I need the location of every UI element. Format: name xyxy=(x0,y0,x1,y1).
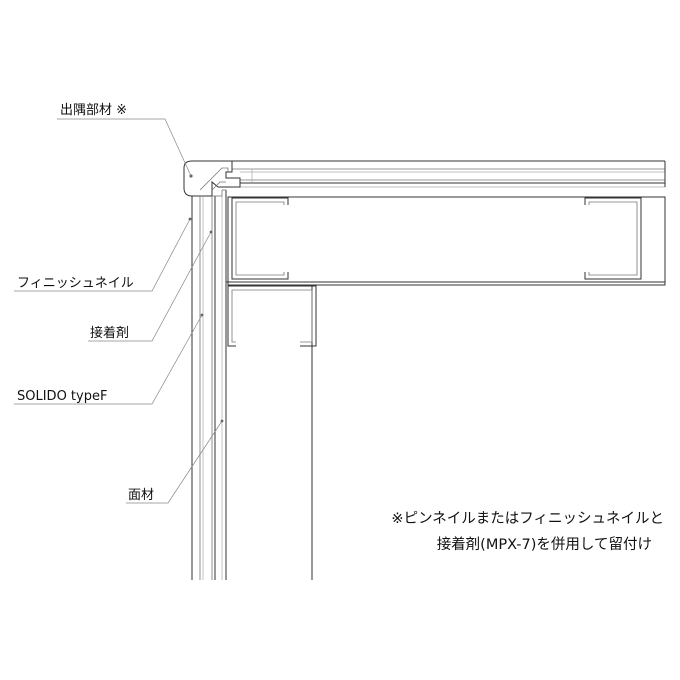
framing xyxy=(226,196,666,580)
leader-lines xyxy=(14,118,224,504)
label-face-material: 面材 xyxy=(128,488,154,503)
corner-member xyxy=(183,160,241,197)
label-corner-member: 出隅部材 ※ xyxy=(60,103,127,118)
label-finish-nail: フィニッシュネイル xyxy=(17,276,134,291)
label-product: SOLIDO typeF xyxy=(17,389,107,404)
label-adhesive: 接着剤 xyxy=(90,325,129,341)
left-panel xyxy=(191,189,227,580)
top-panel xyxy=(232,160,666,188)
note-line-2: 接着剤(MPX-7)を併用して留付け xyxy=(437,536,652,553)
note-line-1: ※ピンネイルまたはフィニッシュネイルと xyxy=(391,510,664,527)
